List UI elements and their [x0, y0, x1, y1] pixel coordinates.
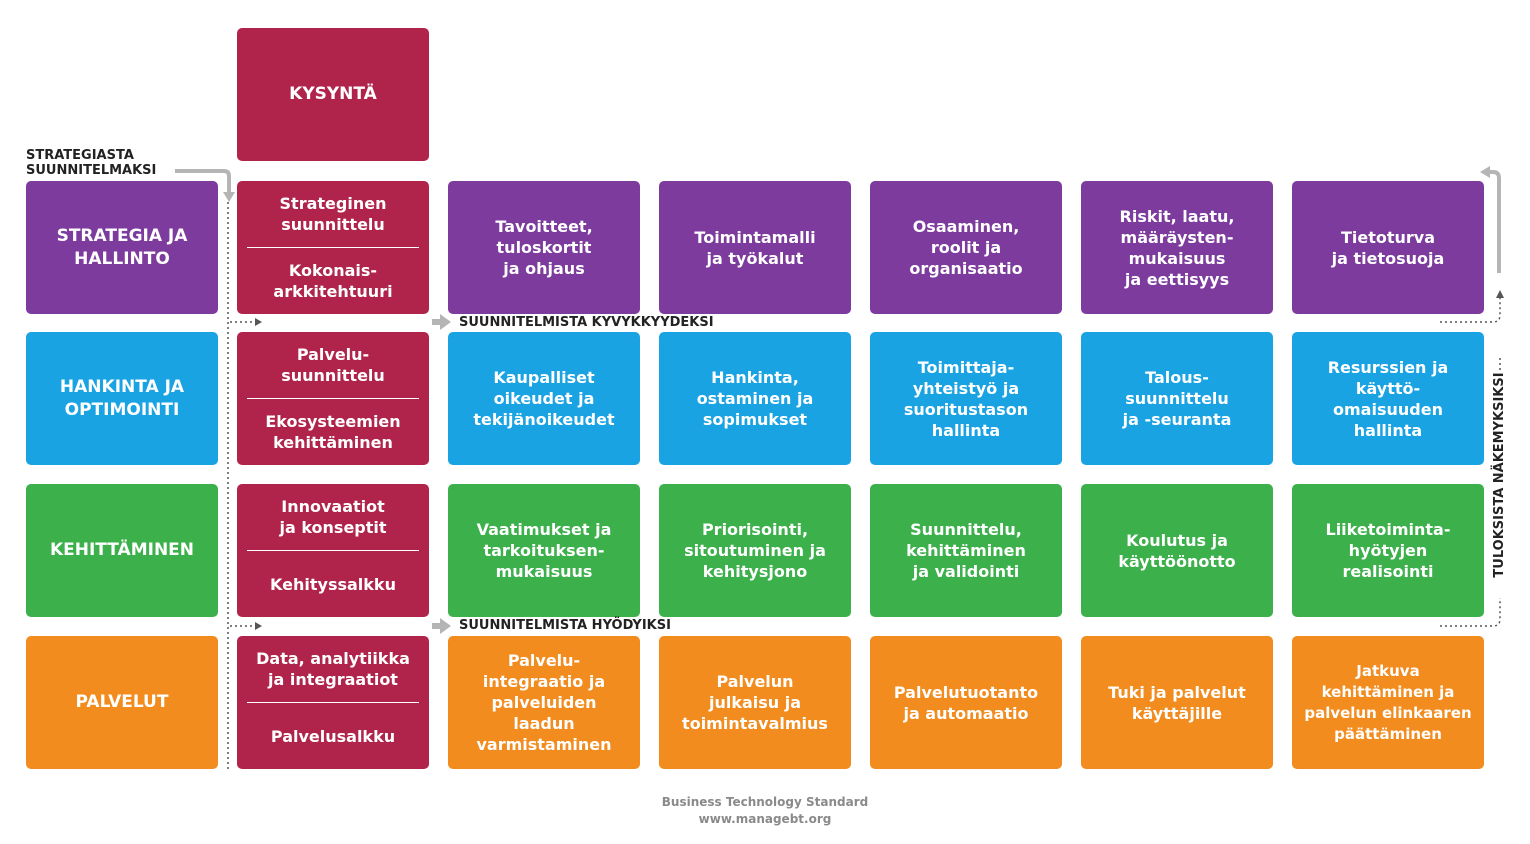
split-divider [247, 246, 419, 249]
cell-development-1: Vaatimukset ja tarkoituksen- mukaisuus [448, 484, 640, 617]
cell-development-2: Priorisointi, sitoutuminen ja kehitysjon… [659, 484, 851, 617]
footer-url: www.managebt.org [698, 812, 832, 826]
cell-label: Palvelun julkaisu ja toimintavalmius [682, 672, 828, 733]
cell-label: Talous- suunnittelu ja -seuranta [1122, 368, 1232, 429]
benefits-small-arrow [255, 622, 262, 630]
row-head-development: KEHITTÄMINEN [26, 484, 218, 617]
split-box-procurement: Palvelu- suunnittelu Ekosysteemien kehit… [237, 332, 429, 465]
cell-strategy-5: Tietoturva ja tietosuoja [1292, 181, 1484, 314]
split-top-strategy: Strateginen suunnittelu [279, 193, 387, 234]
split-box-development: Innovaatiot ja konseptit Kehityssalkku [237, 484, 429, 617]
cell-label: Palvelu- integraatio ja palveluiden laad… [476, 651, 612, 754]
split-top-procurement: Palvelu- suunnittelu [281, 344, 385, 385]
cell-label: Tietoturva ja tietosuoja [1331, 227, 1445, 268]
capability-arrow-head [440, 314, 451, 330]
split-bottom-strategy: Kokonais- arkkitehtuuri [273, 261, 393, 302]
cell-label: Liiketoiminta- hyötyjen realisointi [1325, 520, 1451, 581]
cell-strategy-2: Toimintamalli ja työkalut [659, 181, 851, 314]
cell-services-1: Palvelu- integraatio ja palveluiden laad… [448, 636, 640, 769]
cell-label: Tavoitteet, tuloskortit ja ohjaus [495, 217, 593, 278]
cell-label: Jatkuva kehittäminen ja palvelun elinkaa… [1304, 661, 1472, 743]
split-divider [247, 701, 419, 704]
plans-to-capability-label: SUUNNITELMISTA KYVYKKYYDEKSI [459, 315, 714, 330]
split-divider [247, 397, 419, 400]
split-top-development: Innovaatiot ja konseptit [279, 496, 387, 537]
cell-development-4: Koulutus ja käyttöönotto [1081, 484, 1273, 617]
cell-procurement-4: Talous- suunnittelu ja -seuranta [1081, 332, 1273, 465]
benefits-arrow-shaft [432, 623, 441, 629]
strategy-arrow-line [175, 169, 231, 194]
row-head-services-label: PALVELUT [75, 692, 169, 712]
results-arrow-line [1488, 170, 1501, 273]
cell-services-3: Palvelutuotanto ja automaatio [870, 636, 1062, 769]
cell-services-4: Tuki ja palvelut käyttäjille [1081, 636, 1273, 769]
cell-label: Toimittaja- yhteistyö ja suoritustason h… [903, 357, 1029, 440]
strategy-to-plans-label: STRATEGIASTA SUUNNITELMAKSI [26, 148, 157, 178]
cell-label: Hankinta, ostaminen ja sopimukset [696, 368, 814, 429]
cell-label: Riskit, laatu, määräysten- mukaisuus ja … [1119, 206, 1235, 289]
demand-label: KYSYNTÄ [289, 84, 377, 104]
cell-procurement-5: Resurssien ja käyttö- omaisuuden hallint… [1292, 332, 1484, 465]
row-head-strategy: STRATEGIA JA HALLINTO [26, 181, 218, 314]
cell-label: Toimintamalli ja työkalut [694, 227, 816, 268]
cell-label: Tuki ja palvelut käyttäjille [1108, 682, 1246, 723]
cell-strategy-4: Riskit, laatu, määräysten- mukaisuus ja … [1081, 181, 1273, 314]
split-bottom-development: Kehityssalkku [270, 574, 396, 594]
cell-label: Koulutus ja käyttöönotto [1118, 530, 1236, 571]
right-dotted-arrow [1496, 290, 1504, 298]
cell-strategy-1: Tavoitteet, tuloskortit ja ohjaus [448, 181, 640, 314]
cell-procurement-3: Toimittaja- yhteistyö ja suoritustason h… [870, 332, 1062, 465]
split-box-strategy: Strateginen suunnittelu Kokonais- arkkit… [237, 181, 429, 314]
row-head-development-label: KEHITTÄMINEN [49, 540, 195, 560]
results-arrow-head [1480, 166, 1490, 178]
cell-label: Kaupalliset oikeudet ja tekijänoikeudet [473, 368, 615, 429]
cell-label: Resurssien ja käyttö- omaisuuden hallint… [1327, 357, 1449, 440]
split-bottom-services: Palvelusalkku [270, 726, 396, 746]
row-head-procurement-label: HANKINTA JA OPTIMOINTI [59, 376, 185, 420]
cell-procurement-2: Hankinta, ostaminen ja sopimukset [659, 332, 851, 465]
split-top-services: Data, analytiikka ja integraatiot [256, 648, 410, 689]
strategy-arrow-head [223, 192, 235, 202]
benefits-arrow-head [440, 618, 451, 634]
split-box-services: Data, analytiikka ja integraatiot Palvel… [237, 636, 429, 769]
capability-small-arrow [255, 318, 262, 326]
cell-services-2: Palvelun julkaisu ja toimintavalmius [659, 636, 851, 769]
row-head-strategy-label: STRATEGIA JA HALLINTO [56, 225, 188, 269]
cell-label: Suunnittelu, kehittäminen ja validointi [906, 520, 1026, 581]
row-head-procurement: HANKINTA JA OPTIMOINTI [26, 332, 218, 465]
cell-label: Palvelutuotanto ja automaatio [893, 682, 1039, 723]
demand-box: KYSYNTÄ [237, 28, 429, 161]
split-bottom-procurement: Ekosysteemien kehittäminen [265, 412, 401, 453]
cell-services-5: Jatkuva kehittäminen ja palvelun elinkaa… [1292, 636, 1484, 769]
split-divider [247, 549, 419, 552]
capability-arrow-shaft [432, 319, 441, 325]
cell-label: Priorisointi, sitoutuminen ja kehitysjon… [684, 520, 826, 581]
cell-development-3: Suunnittelu, kehittäminen ja validointi [870, 484, 1062, 617]
footer-title: Business Technology Standard [661, 795, 869, 809]
cell-procurement-1: Kaupalliset oikeudet ja tekijänoikeudet [448, 332, 640, 465]
results-to-insights-label: TULOKSISTA NÄKEMYKSIKSI [1492, 372, 1507, 578]
row-head-services: PALVELUT [26, 636, 218, 769]
cell-development-5: Liiketoiminta- hyötyjen realisointi [1292, 484, 1484, 617]
plans-to-benefits-label: SUUNNITELMISTA HYÖDYIKSI [459, 618, 671, 633]
cell-strategy-3: Osaaminen, roolit ja organisaatio [870, 181, 1062, 314]
cell-label: Osaaminen, roolit ja organisaatio [909, 217, 1023, 278]
cell-label: Vaatimukset ja tarkoituksen- mukaisuus [476, 520, 612, 581]
